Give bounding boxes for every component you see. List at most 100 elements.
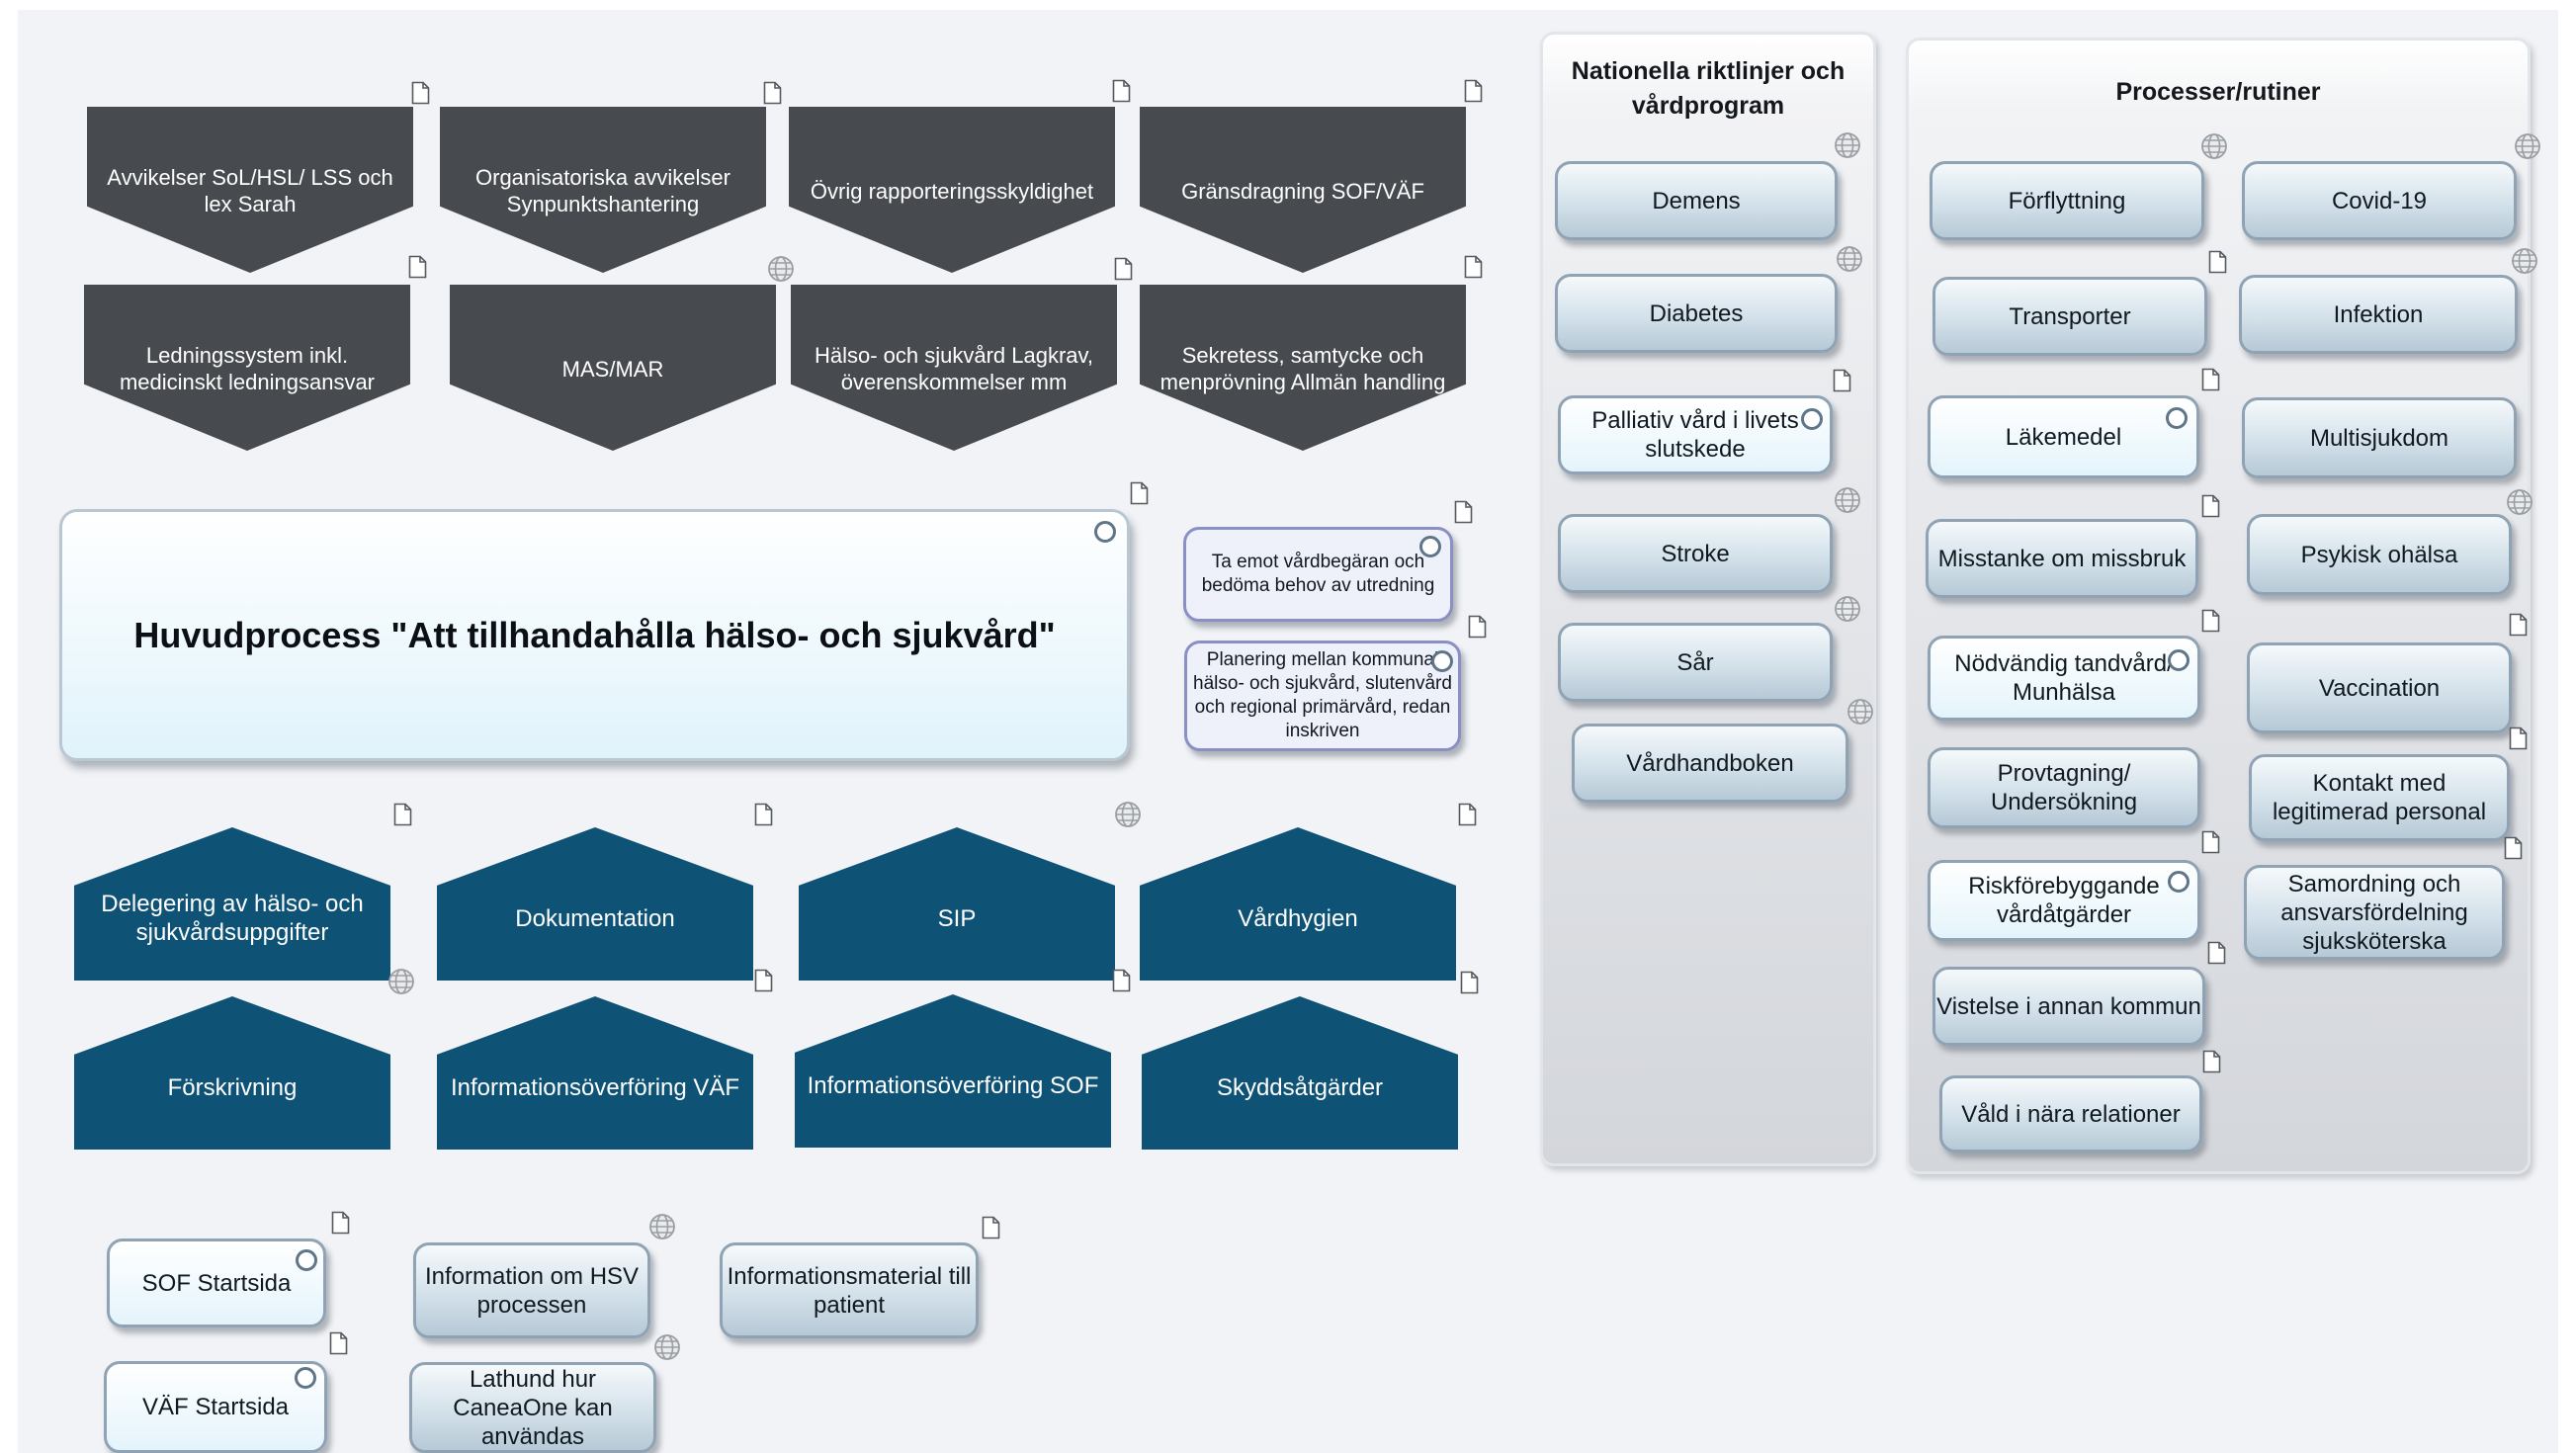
globe-icon[interactable] (648, 1213, 676, 1240)
document-icon[interactable] (1112, 969, 1131, 992)
main-process-box[interactable]: Huvudprocess "Att tillhandahålla hälso- … (59, 509, 1130, 761)
link-informationsmaterial[interactable]: Informationsmaterial till patient (720, 1242, 979, 1338)
guideline-vardhandboken[interactable]: Vårdhandboken (1572, 724, 1848, 803)
document-icon[interactable] (411, 81, 430, 105)
document-icon[interactable] (393, 803, 412, 826)
subprocess-circle-icon[interactable] (2168, 871, 2190, 893)
document-icon[interactable] (2509, 726, 2528, 750)
globe-icon[interactable] (1834, 131, 1861, 159)
routine-kontakt-legitimerad[interactable]: Kontakt med legitimerad personal (2249, 754, 2510, 841)
guideline-palliativ-vard[interactable]: Palliativ vård i livets slutskede (1558, 395, 1833, 474)
document-icon[interactable] (1130, 481, 1149, 505)
globe-icon[interactable] (767, 255, 795, 283)
link-vaf-startsida[interactable]: VÄF Startsida (104, 1361, 327, 1453)
subprocess-circle-icon[interactable] (1419, 536, 1441, 557)
routine-misstanke-missbruk[interactable]: Misstanke om missbruk (1926, 519, 2198, 598)
globe-icon[interactable] (1846, 698, 1874, 726)
routine-vaccination[interactable]: Vaccination (2247, 642, 2512, 733)
globe-icon[interactable] (2200, 132, 2228, 160)
globe-icon[interactable] (1114, 801, 1142, 828)
subprocess-circle-icon[interactable] (1801, 408, 1823, 430)
document-icon[interactable] (2504, 836, 2523, 860)
guideline-sar[interactable]: Sår (1558, 623, 1833, 702)
document-icon[interactable] (331, 1211, 350, 1235)
link-lathund-caneaone[interactable]: Lathund hur CaneaOne kan användas (409, 1362, 656, 1453)
routine-infektion[interactable]: Infektion (2239, 275, 2518, 354)
process-step-vardbegaran[interactable]: Ta emot vårdbegäran och bedöma behov av … (1183, 527, 1453, 622)
care-area-label: Dokumentation (515, 904, 675, 932)
document-icon[interactable] (1833, 369, 1851, 392)
care-area-label: Informationsöverföring SOF (807, 1071, 1099, 1099)
subprocess-circle-icon[interactable] (296, 1249, 317, 1271)
subprocess-circle-icon[interactable] (295, 1367, 316, 1389)
document-icon[interactable] (2202, 1050, 2221, 1073)
link-information-hsv[interactable]: Information om HSV processen (413, 1242, 650, 1338)
globe-icon[interactable] (1836, 245, 1863, 273)
document-icon[interactable] (754, 969, 773, 992)
document-icon[interactable] (1464, 255, 1483, 279)
document-icon[interactable] (2509, 613, 2528, 637)
guideline-demens[interactable]: Demens (1555, 161, 1838, 240)
globe-icon[interactable] (2514, 132, 2541, 160)
routine-provtagning[interactable]: Provtagning/ Undersökning (1928, 747, 2200, 828)
routine-transporter[interactable]: Transporter (1932, 277, 2207, 356)
routine-nodvandig-tandvard[interactable]: Nödvändig tandvård/ Munhälsa (1928, 636, 2200, 721)
document-icon[interactable] (982, 1216, 1000, 1239)
document-icon[interactable] (2201, 609, 2220, 633)
deviation-shape-gransdragning[interactable]: Gränsdragning SOF/VÄF (1140, 107, 1466, 273)
globe-icon[interactable] (387, 968, 415, 995)
globe-icon[interactable] (2511, 247, 2538, 275)
globe-icon[interactable] (653, 1333, 681, 1361)
routine-label: Transporter (2009, 302, 2131, 330)
routine-vald-nara-relationer[interactable]: Våld i nära relationer (1939, 1075, 2202, 1153)
document-icon[interactable] (2201, 830, 2220, 854)
subprocess-circle-icon[interactable] (2166, 407, 2188, 429)
document-icon[interactable] (2201, 368, 2220, 391)
routine-label: Kontakt med legitimerad personal (2272, 770, 2487, 825)
document-icon[interactable] (1114, 257, 1133, 281)
subprocess-circle-icon[interactable] (2168, 649, 2190, 671)
routine-vistelse-annan-kommun[interactable]: Vistelse i annan kommun (1932, 967, 2205, 1046)
routine-multisjukdom[interactable]: Multisjukdom (2242, 397, 2517, 478)
routine-lakemedel[interactable]: Läkemedel (1928, 395, 2199, 478)
routine-label: Nödvändig tandvård/ Munhälsa (1954, 650, 2174, 706)
globe-icon[interactable] (1834, 486, 1861, 514)
routine-label: Riskförebyggande vårdåtgärder (1968, 873, 2160, 928)
routine-label: Covid-19 (2331, 187, 2428, 214)
shape-label: MAS/MAR (561, 356, 664, 382)
document-icon[interactable] (408, 255, 427, 279)
document-icon[interactable] (1468, 615, 1487, 639)
routine-label: Vistelse i annan kommun (1936, 992, 2201, 1020)
document-icon[interactable] (763, 81, 782, 105)
document-icon[interactable] (2201, 494, 2220, 518)
guideline-stroke[interactable]: Stroke (1558, 514, 1833, 593)
document-icon[interactable] (1454, 500, 1473, 524)
routine-label: Provtagning/ Undersökning (1990, 760, 2138, 815)
shape-label: Övrig rapporteringsskyldighet (810, 178, 1094, 204)
link-sof-startsida[interactable]: SOF Startsida (107, 1239, 326, 1327)
routine-label: Infektion (2333, 300, 2424, 328)
document-icon[interactable] (1112, 79, 1131, 103)
routine-samordning[interactable]: Samordning och ansvarsfördelning sjukskö… (2244, 865, 2505, 960)
routine-forflyttning[interactable]: Förflyttning (1930, 161, 2204, 240)
routine-label: Läkemedel (2005, 423, 2122, 451)
document-icon[interactable] (2207, 941, 2226, 965)
guideline-diabetes[interactable]: Diabetes (1555, 274, 1838, 353)
subprocess-circle-icon[interactable] (1431, 650, 1453, 672)
process-step-planering[interactable]: Planering mellan kommunal hälso- och sju… (1184, 641, 1461, 751)
document-icon[interactable] (2208, 250, 2227, 274)
subprocess-circle-icon[interactable] (1094, 521, 1116, 543)
guideline-label: Sår (1676, 648, 1714, 676)
routine-psykisk-ohalsa[interactable]: Psykisk ohälsa (2247, 514, 2512, 595)
document-icon[interactable] (1458, 803, 1477, 826)
document-icon[interactable] (1460, 971, 1479, 994)
globe-icon[interactable] (2506, 488, 2533, 516)
care-area-label: Informationsöverföring VÄF (450, 1073, 740, 1101)
document-icon[interactable] (329, 1331, 348, 1355)
document-icon[interactable] (754, 803, 773, 826)
globe-icon[interactable] (1834, 595, 1861, 623)
link-label: VÄF Startsida (141, 1394, 290, 1420)
routine-covid-19[interactable]: Covid-19 (2242, 161, 2517, 240)
routine-riskforebyggande[interactable]: Riskförebyggande vårdåtgärder (1928, 860, 2200, 941)
document-icon[interactable] (1464, 79, 1483, 103)
